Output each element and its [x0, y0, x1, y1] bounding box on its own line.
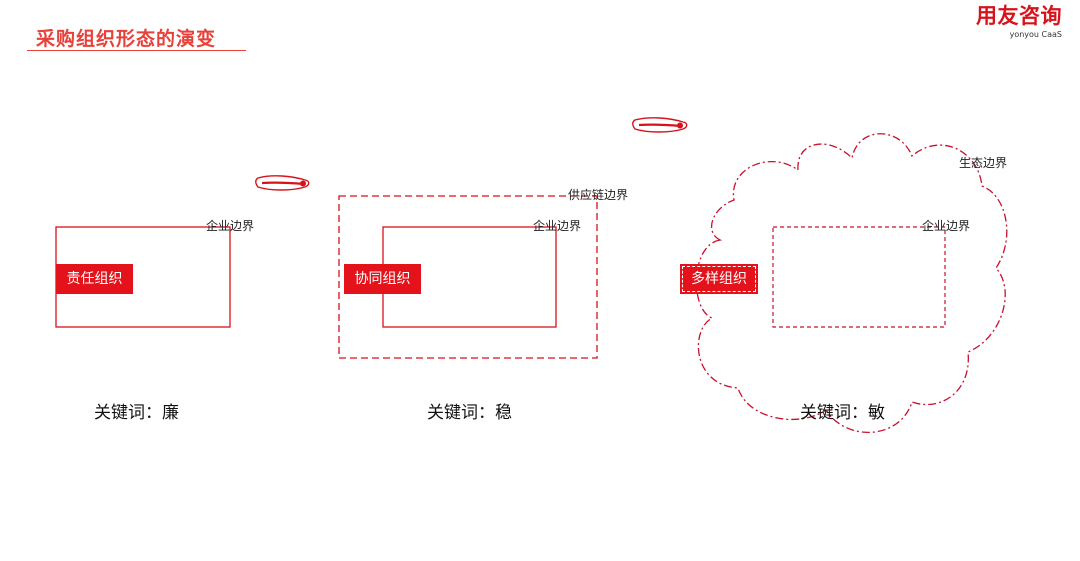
transition-arrow-icon — [632, 117, 688, 133]
logo-name: 用友咨询 — [976, 4, 1062, 28]
stage3-enterprise-boundary — [772, 226, 946, 328]
title-underline — [27, 50, 246, 51]
stage2-supply-chain-boundary-label: 供应链边界 — [568, 188, 629, 202]
stage2-enterprise-boundary-label: 企业边界 — [533, 219, 582, 233]
stage2-keyword: 关键词：稳 — [427, 403, 512, 423]
stage3-ecosystem-boundary — [695, 133, 1008, 433]
brand-logo: 用友咨询 yonyou CaaS — [976, 4, 1062, 40]
stage1-org-tag: 责任组织 — [56, 264, 133, 294]
page-title: 采购组织形态的演变 — [36, 28, 217, 50]
stage3-org-tag: 多样组织 — [680, 264, 758, 294]
stage2-org-tag: 协同组织 — [344, 264, 421, 294]
logo-subtitle: yonyou CaaS — [1009, 30, 1062, 39]
stage3-keyword: 关键词：敏 — [800, 403, 885, 423]
stage1-keyword: 关键词：廉 — [94, 403, 179, 423]
stage1-enterprise-boundary-label: 企业边界 — [206, 219, 255, 233]
stage3-ecosystem-boundary-label: 生态边界 — [959, 156, 1008, 170]
stage3-enterprise-boundary-label: 企业边界 — [922, 219, 971, 233]
stage2-supply-chain-boundary — [338, 195, 598, 359]
transition-arrow-icon — [255, 175, 310, 191]
